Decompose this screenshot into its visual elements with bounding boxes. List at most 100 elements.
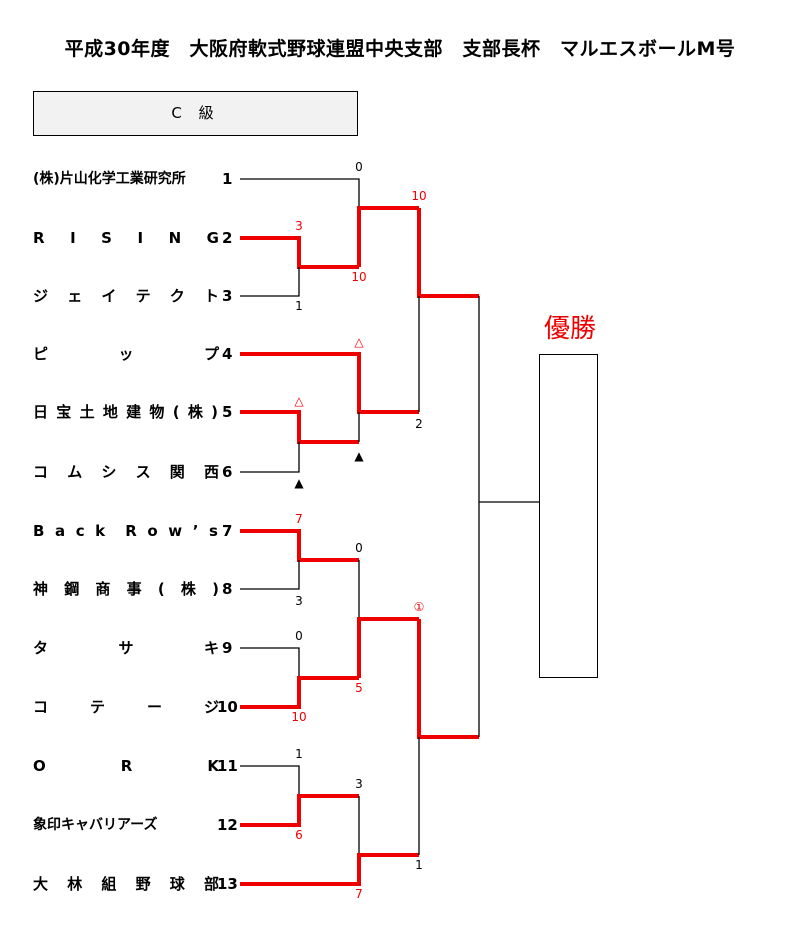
line-sf-top-win <box>417 208 479 298</box>
team-name-char: ム <box>67 463 83 481</box>
team-name-char: ッ <box>118 345 134 363</box>
team-name-13: 大林組野球部 <box>33 875 219 893</box>
score-r2_W1112v13_top: 3 <box>355 777 363 791</box>
score-sf_bot_top: ① <box>414 600 425 614</box>
team-seed-11: 11 <box>217 757 238 775</box>
score-r2_4vW_bot: ▲ <box>354 449 364 463</box>
score-r1_2v3_top: 3 <box>295 219 303 233</box>
team-name-char: ( <box>157 580 165 598</box>
team-seed-1: 1 <box>222 170 233 188</box>
line-team-2 <box>240 236 359 269</box>
line-team-5 <box>240 410 359 444</box>
team-name-char: k <box>95 522 107 540</box>
team-name-char: 株 <box>180 580 196 598</box>
team-name-char: 関 <box>169 463 185 481</box>
score-r1_7v8_top: 7 <box>295 512 303 526</box>
line-team-3 <box>240 267 300 297</box>
champion-box <box>539 354 598 678</box>
team-name-char: S <box>101 229 112 247</box>
team-name-char: イ <box>101 287 117 305</box>
team-name-char: 西 <box>203 463 219 481</box>
score-r2_4vW_top: △ <box>354 335 364 349</box>
team-seed-8: 8 <box>222 580 233 598</box>
line-team-12 <box>240 794 359 827</box>
team-name-8: 神鋼商事(株) <box>33 580 219 598</box>
team-name-1: (株)片山化学工業研究所 <box>33 170 219 188</box>
team-name-5: 日宝土地建物(株) <box>33 403 219 421</box>
team-name-char: a <box>55 522 67 540</box>
line-team-6 <box>240 442 300 473</box>
team-name-char: ス <box>135 463 151 481</box>
team-name-char: サ <box>118 639 134 657</box>
team-name-char: 地 <box>102 403 119 421</box>
line-team-10 <box>240 676 359 709</box>
score-r1_9v10_bot: 10 <box>291 710 306 724</box>
team-name-4: ピップ <box>33 345 219 363</box>
team-name-char: 林 <box>67 875 83 893</box>
class-label-box: C 級 <box>33 91 358 136</box>
team-name-char: 宝 <box>56 403 73 421</box>
team-name-3: ジェイテクト <box>33 287 219 305</box>
team-seed-13: 13 <box>217 875 238 893</box>
team-seed-4: 4 <box>222 345 233 363</box>
team-name-char: 物 <box>149 403 166 421</box>
team-name-char: 部 <box>203 875 219 893</box>
team-name-char: 株 <box>187 403 204 421</box>
team-name-char: 鋼 <box>64 580 80 598</box>
team-name-char: 神 <box>33 580 49 598</box>
team-name-char: 日 <box>33 403 50 421</box>
team-name-char: ェ <box>67 287 83 305</box>
team-name-9: タサキ <box>33 639 219 657</box>
score-r1_9v10_top: 0 <box>295 629 303 643</box>
team-name-char: 大 <box>33 875 49 893</box>
score-sf_bot_bot: 1 <box>415 858 423 872</box>
team-name-char: 組 <box>101 875 117 893</box>
score-r2_W78vW910_bot: 5 <box>355 681 363 695</box>
line-r2-a-win <box>357 206 419 267</box>
team-name-char: 土 <box>79 403 96 421</box>
score-r2_W78vW910_top: 0 <box>355 541 363 555</box>
team-name-12: 象印キャバリアーズ <box>33 816 219 834</box>
team-name-char: 事 <box>126 580 142 598</box>
score-r1_5v6_top: △ <box>294 394 304 408</box>
score-r1_2v3_bot: 1 <box>295 299 303 313</box>
team-name-char: R <box>125 522 138 540</box>
score-r1_7v8_bot: 3 <box>295 594 303 608</box>
score-r2_1vW_bot: 10 <box>351 270 366 284</box>
score-sf_top_bot: 2 <box>415 417 423 431</box>
score-sf_top_top: 10 <box>411 189 426 203</box>
score-r1_5v6_bot: ▲ <box>294 476 304 490</box>
team-name-char: シ <box>101 463 117 481</box>
team-name-char: ピ <box>33 345 49 363</box>
team-name-char: w <box>168 522 184 540</box>
team-name-char: ト <box>203 287 219 305</box>
team-name-char: O <box>33 757 46 775</box>
team-seed-9: 9 <box>222 639 233 657</box>
score-r2_1vW_top: 0 <box>355 160 363 174</box>
team-seed-6: 6 <box>222 463 233 481</box>
score-r1_11v12_top: 1 <box>295 747 303 761</box>
score-r2_W1112v13_bot: 7 <box>355 887 363 901</box>
team-seed-12: 12 <box>217 816 238 834</box>
line-team-11 <box>240 765 300 796</box>
team-name-char: s <box>208 522 219 540</box>
team-name-char: プ <box>203 345 219 363</box>
team-name-char: 象印キャバリアーズ <box>33 817 158 833</box>
team-seed-7: 7 <box>222 522 233 540</box>
team-seed-10: 10 <box>217 698 238 716</box>
score-r1_11v12_bot: 6 <box>295 828 303 842</box>
team-name-char: R <box>120 757 133 775</box>
team-name-char: 野 <box>135 875 151 893</box>
team-name-char: ) <box>212 580 219 598</box>
team-name-char: ジ <box>33 287 49 305</box>
line-team-9 <box>240 647 300 678</box>
team-name-char: タ <box>33 639 49 657</box>
team-name-char: o <box>147 522 159 540</box>
team-name-char: N <box>168 229 182 247</box>
team-name-char: コ <box>33 463 49 481</box>
team-name-char: (株)片山化学工業研究所 <box>33 171 186 187</box>
team-name-char: ’ <box>192 522 200 540</box>
